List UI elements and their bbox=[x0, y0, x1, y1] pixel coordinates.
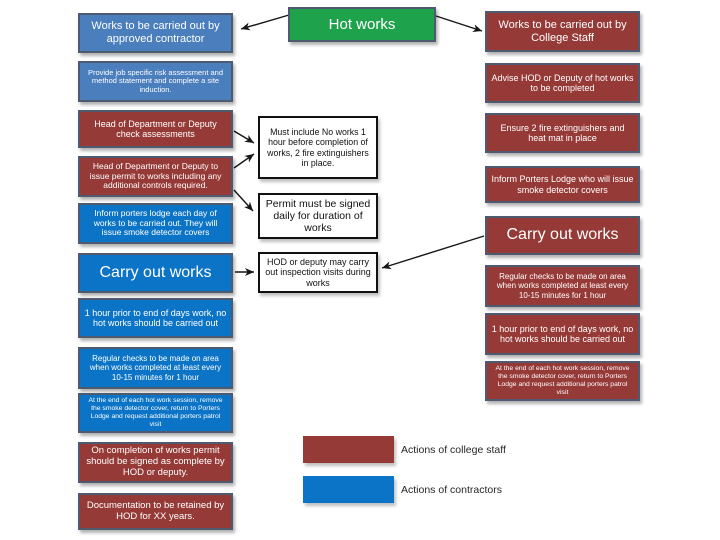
node-hod-issue-permit: Head of Department or Deputy to issue pe… bbox=[78, 156, 233, 197]
node-label: Inform porters lodge each day of works t… bbox=[93, 207, 218, 238]
node-approved-contractor: Works to be carried out by approved cont… bbox=[78, 13, 233, 53]
node-label: Regular checks to be made on area when w… bbox=[496, 272, 629, 300]
node-inform-porters-lodge-left: Inform porters lodge each day of works t… bbox=[78, 203, 233, 244]
node-regular-checks-right: Regular checks to be made on area when w… bbox=[485, 265, 640, 307]
node-label: 1 hour prior to end of days work, no hot… bbox=[84, 307, 227, 328]
node-label: On completion of works permit should be … bbox=[86, 445, 225, 478]
node-label: 1 hour prior to end of days work, no hot… bbox=[491, 323, 634, 344]
node-provide-risk-assessment: Provide job specific risk assessment and… bbox=[78, 61, 233, 102]
node-documentation-retained: Documentation to be retained by HOD for … bbox=[78, 493, 233, 530]
node-hour-prior-left: 1 hour prior to end of days work, no hot… bbox=[78, 298, 233, 338]
legend-swatch-contractors bbox=[303, 476, 394, 503]
node-label: At the end of each hot work session, rem… bbox=[495, 365, 630, 396]
node-advise-hod: Advise HOD or Deputy of hot works to be … bbox=[485, 63, 640, 103]
node-label: Carry out works bbox=[506, 226, 619, 244]
node-label: Head of Department or Deputy to issue pe… bbox=[89, 160, 222, 191]
node-label: Head of Department or Deputy check asses… bbox=[94, 118, 217, 139]
node-label: Documentation to be retained by HOD for … bbox=[86, 499, 225, 522]
node-end-session-left: At the end of each hot work session, rem… bbox=[78, 393, 233, 433]
arrow-carryright-to-note3 bbox=[381, 235, 485, 270]
node-label: Regular checks to be made on area when w… bbox=[89, 354, 222, 382]
note-label: Must include No works 1 hour before comp… bbox=[267, 127, 369, 168]
legend-label-college-staff: Actions of college staff bbox=[401, 443, 506, 456]
note-label: HOD or deputy may carry out inspection v… bbox=[265, 256, 371, 288]
arrow-permit-to-note1 bbox=[233, 153, 255, 169]
node-hot-works: Hot works bbox=[288, 7, 436, 42]
note-label: Permit must be signed daily for duration… bbox=[265, 197, 371, 235]
arrow-permit-to-note2 bbox=[233, 189, 254, 212]
note-permit-signed-daily: Permit must be signed daily for duration… bbox=[258, 193, 378, 239]
node-label: Hot works bbox=[328, 15, 396, 33]
node-label: Works to be carried out by College Staff bbox=[498, 18, 627, 44]
node-end-session-right: At the end of each hot work session, rem… bbox=[485, 361, 640, 401]
node-completion-permit-signed: On completion of works permit should be … bbox=[78, 442, 233, 483]
arrow-hotworks-to-staff bbox=[435, 15, 483, 33]
legend-label-contractors: Actions of contractors bbox=[401, 483, 502, 496]
arrow-hotworks-to-contractor bbox=[240, 14, 290, 31]
node-label: At the end of each hot work session, rem… bbox=[88, 397, 223, 428]
node-hod-check-assessments: Head of Department or Deputy check asses… bbox=[78, 110, 233, 148]
node-regular-checks-left: Regular checks to be made on area when w… bbox=[78, 347, 233, 389]
node-ensure-extinguishers: Ensure 2 fire extinguishers and heat mat… bbox=[485, 113, 640, 153]
node-label: Provide job specific risk assessment and… bbox=[87, 67, 224, 94]
note-hod-inspection: HOD or deputy may carry out inspection v… bbox=[258, 252, 378, 293]
legend-swatch-college-staff bbox=[303, 436, 394, 463]
node-carry-out-works-right: Carry out works bbox=[485, 216, 640, 255]
node-hour-prior-right: 1 hour prior to end of days work, no hot… bbox=[485, 313, 640, 355]
node-inform-porters-lodge-right: Inform Porters Lodge who will issue smok… bbox=[485, 166, 640, 203]
node-label: Carry out works bbox=[99, 263, 212, 281]
node-label: Ensure 2 fire extinguishers and heat mat… bbox=[500, 122, 625, 143]
node-carry-out-works-left: Carry out works bbox=[78, 253, 233, 293]
node-label: Advise HOD or Deputy of hot works to be … bbox=[491, 72, 634, 93]
node-college-staff: Works to be carried out by College Staff bbox=[485, 11, 640, 52]
arrow-check-to-note1 bbox=[233, 130, 255, 144]
note-must-include: Must include No works 1 hour before comp… bbox=[258, 116, 378, 179]
node-label: Works to be carried out by approved cont… bbox=[91, 20, 220, 45]
node-label: Inform Porters Lodge who will issue smok… bbox=[491, 174, 634, 195]
